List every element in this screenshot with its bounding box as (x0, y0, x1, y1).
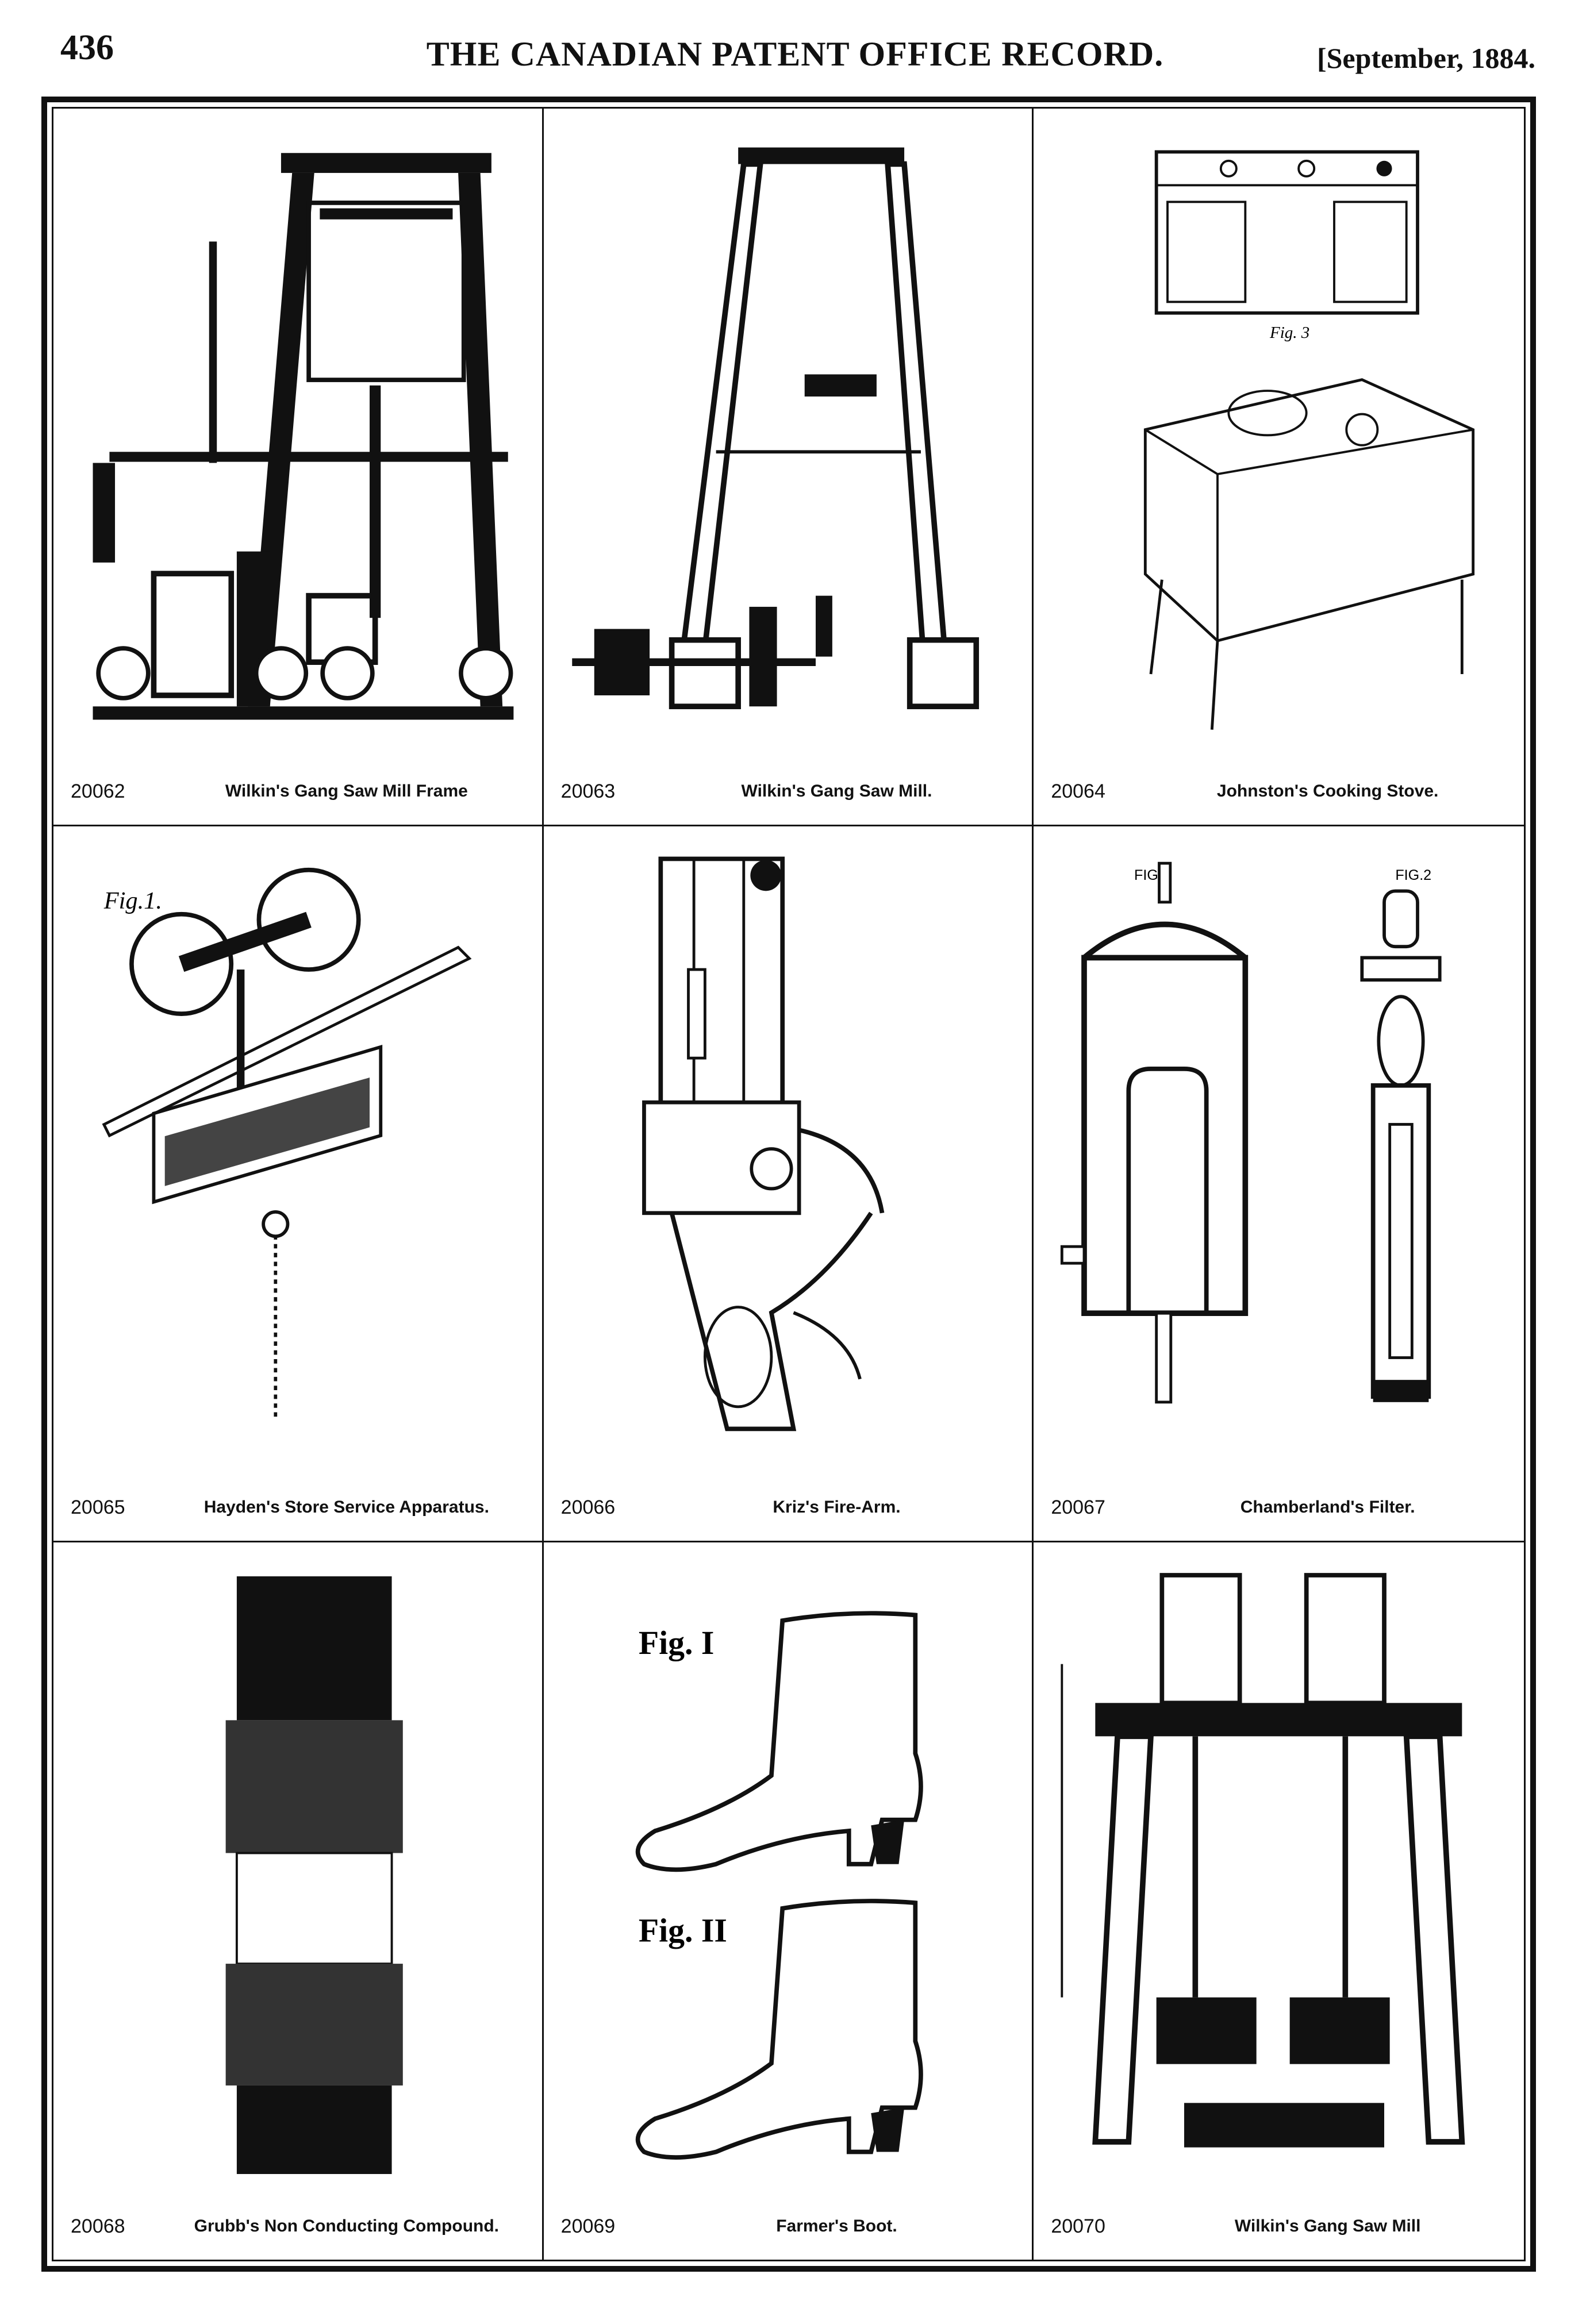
patent-number: 20065 (71, 1496, 125, 1518)
patent-number: 20063 (560, 780, 616, 802)
patent-title: Wilkin's Gang Saw Mill Frame (225, 782, 468, 801)
patent-cell: 20062 Wilkin's Gang Saw Mill Frame (53, 109, 544, 826)
patent-caption: 20063 Wilkin's Gang Saw Mill. (561, 774, 1015, 809)
patent-title: Johnston's Cooking Stove. (1216, 782, 1439, 801)
patent-title: Kriz's Fire-Arm. (773, 1498, 901, 1517)
patent-grid: 20062 Wilkin's Gang Saw Mill Frame (53, 109, 1524, 2260)
gang-saw-mill-drawing (1051, 1554, 1507, 2196)
patent-caption: 20068 Grubb's Non Conducting Compound. (71, 2209, 525, 2244)
patent-title: Farmer's Boot. (776, 2217, 897, 2235)
patent-number: 20062 (71, 780, 125, 802)
patent-plate-inner-border: 20062 Wilkin's Gang Saw Mill Frame (52, 107, 1526, 2261)
cooking-stove-drawing: Fig. 3 (1051, 120, 1507, 761)
patent-caption: 20067 Chamberland's Filter. (1051, 1490, 1507, 1525)
filter-figure-label-2: FIG.2 (1396, 867, 1432, 883)
patent-caption: 20064 Johnston's Cooking Stove. (1051, 774, 1507, 809)
boot-drawing: Fig. I Fig. II (561, 1554, 1015, 2196)
boot-figure-label-1: Fig. I (638, 1625, 714, 1661)
patent-title: Hayden's Store Service Apparatus. (203, 1498, 489, 1517)
patent-title: Wilkin's Gang Saw Mill (1234, 2217, 1421, 2235)
issue-date: [September, 1884. (1316, 42, 1535, 74)
saw-mill-frame-drawing (71, 120, 525, 761)
patent-caption: 20070 Wilkin's Gang Saw Mill (1051, 2209, 1507, 2244)
patent-number: 20064 (1051, 780, 1105, 802)
patent-plate-frame: 20062 Wilkin's Gang Saw Mill Frame (41, 97, 1536, 2272)
patent-cell: 20063 Wilkin's Gang Saw Mill. (543, 109, 1034, 826)
saw-mill-drawing (561, 120, 1015, 761)
store-service-drawing: Fig.1. (71, 838, 525, 1477)
store-figure-label: Fig.1. (103, 887, 162, 914)
patent-cell: FIG.1 FIG.2 (1034, 826, 1524, 1542)
patent-caption: 20065 Hayden's Store Service Apparatus. (71, 1490, 525, 1525)
filter-drawing: FIG.1 FIG.2 (1051, 838, 1507, 1477)
patent-cell: 20070 Wilkin's Gang Saw Mill (1034, 1542, 1524, 2260)
journal-title: THE CANADIAN PATENT OFFICE RECORD. (426, 35, 1164, 73)
patent-cell: 20066 Kriz's Fire-Arm. (543, 826, 1034, 1542)
patent-title: Wilkin's Gang Saw Mill. (741, 782, 932, 801)
page-header: 436 THE CANADIAN PATENT OFFICE RECORD. [… (0, 0, 1590, 92)
non-conducting-compound-drawing (71, 1554, 525, 2196)
patent-number: 20068 (71, 2215, 125, 2237)
patent-caption: 20069 Farmer's Boot. (561, 2209, 1015, 2244)
patent-number: 20067 (1051, 1496, 1105, 1518)
patent-number: 20069 (560, 2215, 616, 2237)
patent-caption: 20066 Kriz's Fire-Arm. (561, 1490, 1015, 1525)
patent-title: Grubb's Non Conducting Compound. (194, 2217, 500, 2235)
patent-number: 20066 (560, 1496, 616, 1518)
patent-cell: Fig. I Fig. II 20069 Farmer's Boot. (544, 1542, 1034, 2260)
page-number: 436 (60, 28, 114, 67)
patent-cell: 20068 Grubb's Non Conducting Compound. (53, 1542, 544, 2260)
fire-arm-drawing (561, 838, 1015, 1477)
patent-cell: Fig. 3 20064 Johnston's Cooking St (1034, 109, 1524, 826)
patent-number: 20070 (1051, 2215, 1105, 2237)
patent-title: Chamberland's Filter. (1240, 1498, 1415, 1517)
boot-figure-label-2: Fig. II (638, 1913, 727, 1949)
patent-caption: 20062 Wilkin's Gang Saw Mill Frame (71, 774, 525, 809)
patent-cell: Fig.1. 20065 Hayden's Store Servic (53, 826, 544, 1542)
stove-figure-label: Fig. 3 (1269, 324, 1309, 342)
